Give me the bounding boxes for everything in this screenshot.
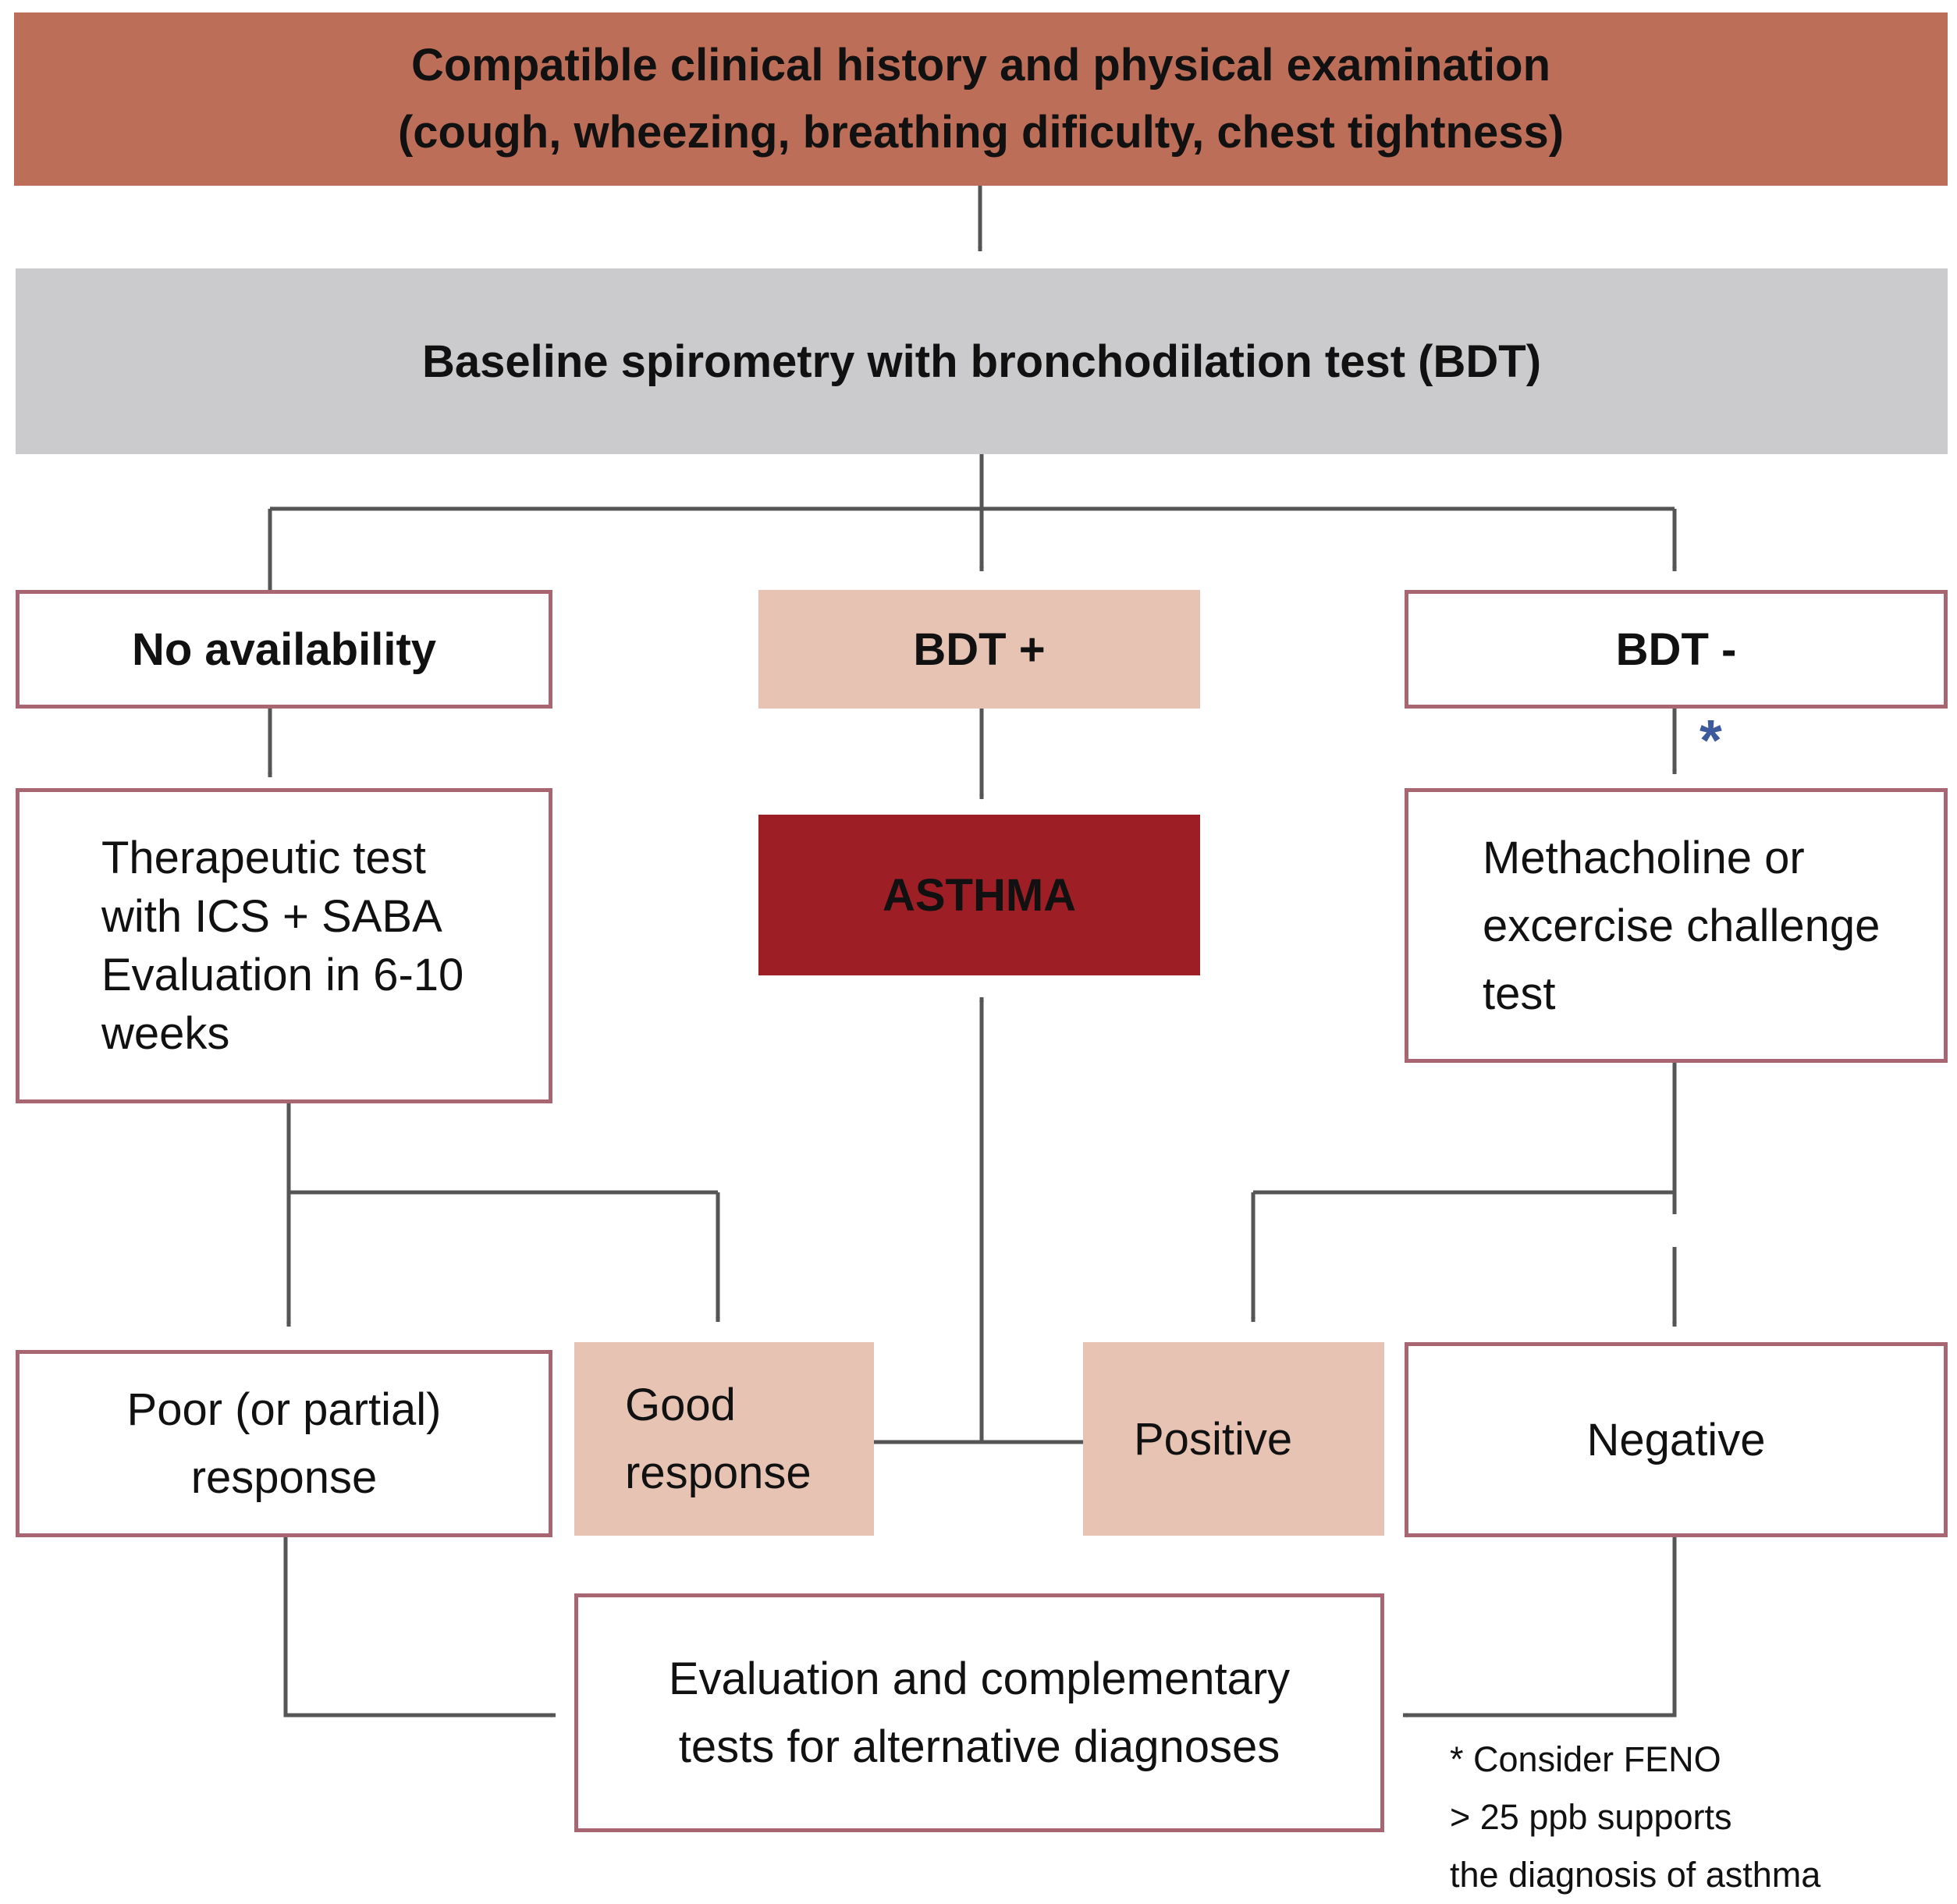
good-response-box: Good response bbox=[574, 1342, 874, 1536]
clinical-history-line-1: Compatible clinical history and physical… bbox=[410, 40, 1551, 91]
good-response-line: Good bbox=[625, 1380, 736, 1430]
bdt-positive-label: BDT + bbox=[913, 623, 1046, 675]
clinical-history-box: Compatible clinical history and physical… bbox=[14, 12, 1948, 186]
bdt-positive-box: BDT + bbox=[758, 590, 1200, 709]
clinical-history-line-2: (cough, wheezing, breathing dificulty, c… bbox=[397, 107, 1565, 158]
evaluation-box: Evaluation and complementary tests for a… bbox=[574, 1593, 1384, 1832]
good-response-line: response bbox=[625, 1448, 812, 1498]
no-availability-box: No availability bbox=[16, 590, 552, 709]
poor-response-box: Poor (or partial) response bbox=[16, 1350, 552, 1537]
arrow-negative-to-evaluation bbox=[1402, 1537, 1677, 1718]
methacholine-test-box: Methacholine or excercise challenge test bbox=[1405, 788, 1948, 1063]
footnote-line: * Consider FENO bbox=[1450, 1739, 1721, 1779]
evaluation-line: tests for alternative diagnoses bbox=[678, 1721, 1280, 1772]
therapeutic-line: Evaluation in 6-10 bbox=[101, 950, 464, 1000]
therapeutic-line: with ICS + SABA bbox=[101, 891, 442, 942]
therapeutic-test-box: Therapeutic test with ICS + SABA Evaluat… bbox=[16, 788, 552, 1103]
positive-box: Positive bbox=[1083, 1342, 1384, 1536]
feno-footnote: * Consider FENO > 25 ppb supports the di… bbox=[1450, 1731, 1820, 1904]
therapeutic-line: weeks bbox=[101, 1008, 230, 1059]
poor-response-line: Poor (or partial) bbox=[126, 1384, 442, 1435]
bdt-negative-box: BDT - bbox=[1405, 590, 1948, 709]
bdt-negative-label: BDT - bbox=[1615, 623, 1737, 675]
spirometry-box: Baseline spirometry with bronchodilation… bbox=[16, 268, 1948, 454]
methacholine-line: test bbox=[1483, 968, 1556, 1019]
therapeutic-line: Therapeutic test bbox=[101, 833, 426, 883]
poor-response-line: response bbox=[190, 1452, 378, 1503]
footnote-line: the diagnosis of asthma bbox=[1450, 1855, 1821, 1895]
asthma-label: ASTHMA bbox=[882, 869, 1077, 921]
methacholine-line: excercise challenge bbox=[1483, 900, 1881, 951]
negative-box: Negative bbox=[1405, 1342, 1948, 1537]
no-availability-label: No availability bbox=[131, 623, 437, 675]
arrow-poor-to-evaluation bbox=[283, 1537, 556, 1718]
footnote-line: > 25 ppb supports bbox=[1450, 1797, 1732, 1837]
spirometry-label: Baseline spirometry with bronchodilation… bbox=[421, 336, 1542, 387]
methacholine-line: Methacholine or bbox=[1483, 832, 1805, 883]
negative-label: Negative bbox=[1586, 1414, 1766, 1465]
evaluation-line: Evaluation and complementary bbox=[668, 1654, 1291, 1704]
positive-label: Positive bbox=[1134, 1413, 1293, 1465]
footnote-marker-asterisk: * bbox=[1700, 708, 1722, 773]
asthma-box: ASTHMA bbox=[758, 815, 1200, 975]
